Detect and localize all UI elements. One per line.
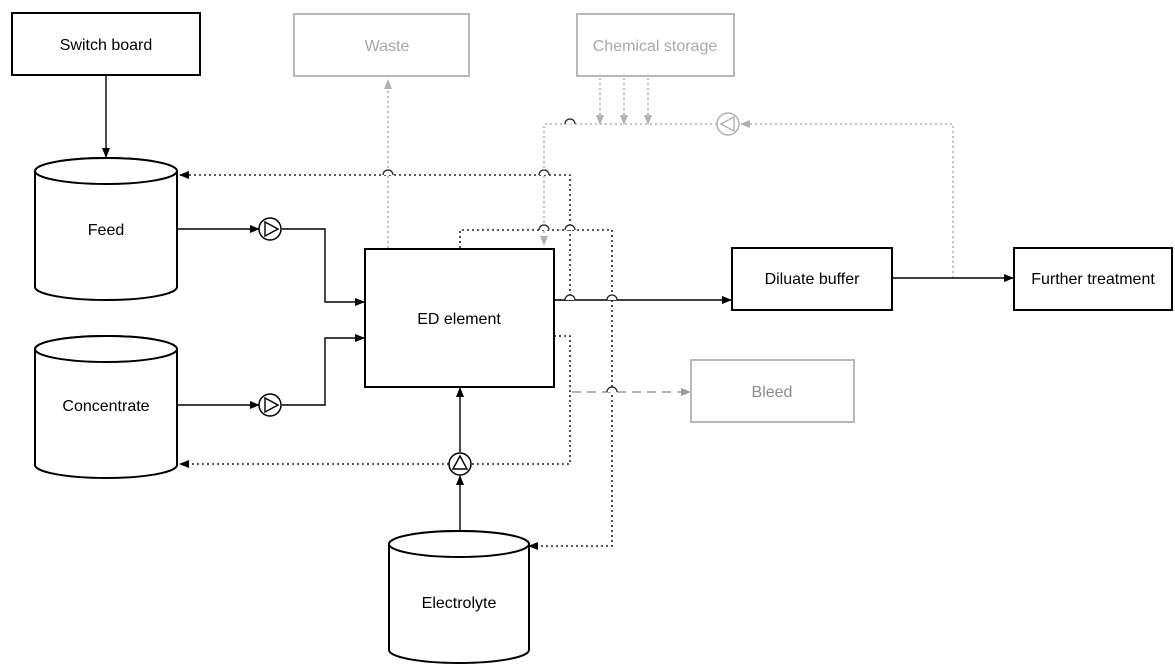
switch-board-box: Switch board: [11, 12, 201, 76]
chemical-storage-box: Chemical storage: [576, 13, 735, 77]
diluate-recycle-line: [540, 120, 954, 278]
concentrate-tank: Concentrate: [34, 335, 178, 479]
switch-board-label: Switch board: [60, 37, 153, 54]
concentrate-label: Concentrate: [62, 398, 149, 415]
bleed-box: Bleed: [690, 359, 855, 423]
electrolyte-pump-icon: [448, 452, 472, 476]
ed-element-box: ED element: [364, 248, 555, 388]
chemical-dosing-lines: [596, 78, 652, 125]
electrolyte-return-line: [459, 229, 613, 550]
further-treatment-box: Further treatment: [1013, 247, 1173, 311]
feed-to-ed-line: [178, 225, 365, 306]
recycle-pump-icon: [716, 112, 740, 136]
feed-label: Feed: [88, 222, 124, 239]
concentrate-to-ed-line: [178, 334, 365, 409]
feed-pump-icon: [258, 217, 282, 241]
waste-box: Waste: [293, 13, 470, 77]
line-crossing-hops: [382, 118, 618, 393]
concentrate-return-line: [179, 335, 571, 468]
bleed-label: Bleed: [752, 384, 793, 401]
diluate-buffer-label: Diluate buffer: [765, 271, 861, 288]
feed-return-line: [179, 171, 571, 301]
electrolyte-label: Electrolyte: [422, 595, 497, 612]
feed-tank: Feed: [34, 157, 178, 301]
chemical-storage-label: Chemical storage: [593, 38, 718, 55]
ed-element-label: ED element: [417, 311, 501, 328]
electrolyte-tank: Electrolyte: [388, 530, 530, 664]
further-treatment-label: Further treatment: [1031, 271, 1155, 288]
waste-label: Waste: [365, 38, 410, 55]
diluate-buffer-box: Diluate buffer: [731, 247, 893, 311]
concentrate-pump-icon: [258, 393, 282, 417]
